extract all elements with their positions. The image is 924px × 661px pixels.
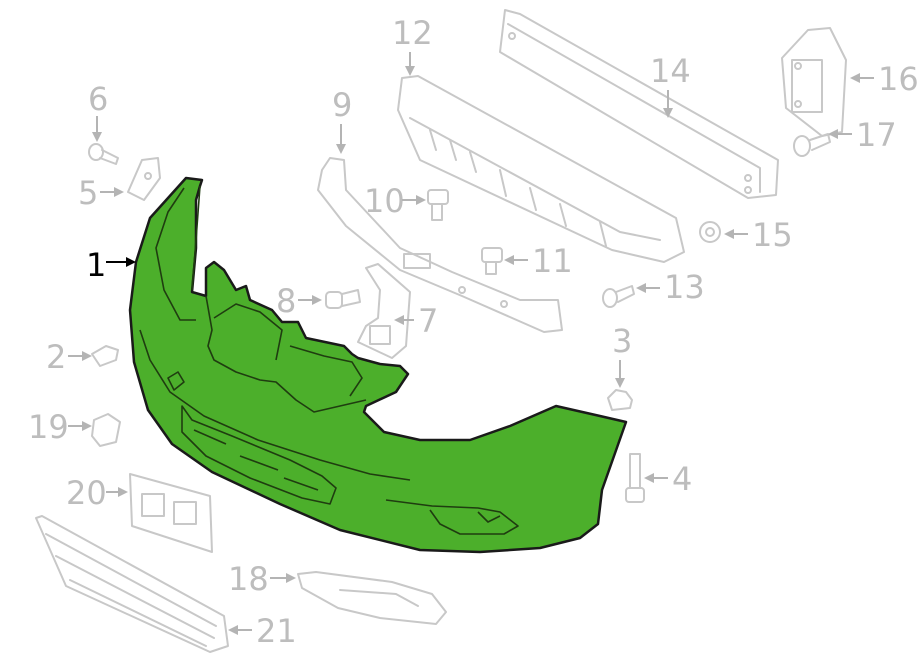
callout-14-label: 14 (650, 52, 691, 90)
callout-21[interactable]: 21 (228, 612, 297, 650)
callout-8-label: 8 (276, 282, 296, 320)
part-15-nut[interactable] (699, 221, 721, 243)
callout-2-label: 2 (46, 338, 66, 376)
callout-9-label: 9 (332, 86, 352, 124)
callout-3-label: 3 (612, 322, 632, 360)
callout-4[interactable]: 4 (644, 460, 692, 498)
part-12-absorber[interactable] (397, 75, 685, 263)
part-8-bolt[interactable] (325, 289, 361, 309)
callout-12[interactable]: 12 (392, 14, 433, 76)
callout-11-label: 11 (532, 242, 573, 280)
part-20-plate-bracket[interactable] (129, 473, 213, 553)
callout-4-label: 4 (672, 460, 692, 498)
callout-15-label: 15 (752, 216, 793, 254)
callout-13-label: 13 (664, 268, 705, 306)
part-21-lower-grille[interactable] (35, 515, 229, 653)
callout-17-label: 17 (856, 116, 897, 154)
part-2-clip[interactable] (91, 345, 119, 367)
part-19-cap[interactable] (91, 413, 121, 447)
callout-6-label: 6 (88, 80, 108, 118)
callout-5-label: 5 (78, 174, 98, 212)
part-14-reinforcement[interactable] (499, 9, 779, 199)
callout-11[interactable]: 11 (504, 242, 573, 280)
callout-13[interactable]: 13 (636, 268, 705, 306)
part-1-bumper-cover[interactable] (128, 176, 628, 554)
part-9-bracket[interactable] (317, 157, 563, 333)
part-3-clip[interactable] (607, 389, 633, 411)
callout-21-label: 21 (256, 612, 297, 650)
callout-7-label: 7 (418, 302, 438, 340)
callout-10[interactable]: 10 (364, 182, 426, 220)
callout-19-label: 19 (28, 408, 69, 446)
callout-10-label: 10 (364, 182, 405, 220)
callout-15[interactable]: 15 (724, 216, 793, 254)
part-17-bolt[interactable] (793, 133, 831, 157)
callout-3[interactable]: 3 (612, 322, 632, 388)
callout-12-label: 12 (392, 14, 433, 52)
callout-18-label: 18 (228, 560, 269, 598)
callout-6[interactable]: 6 (88, 80, 108, 142)
part-6-screw[interactable] (88, 143, 119, 165)
callout-16-label: 16 (878, 60, 919, 98)
part-10-bolt[interactable] (427, 189, 449, 221)
part-7-side-bracket[interactable] (357, 263, 411, 359)
callout-9[interactable]: 9 (332, 86, 352, 154)
callout-7[interactable]: 7 (394, 302, 438, 340)
part-5-retainer[interactable] (127, 157, 161, 201)
callout-19[interactable]: 19 (28, 408, 92, 446)
part-11-bolt[interactable] (481, 247, 503, 275)
callout-18[interactable]: 18 (228, 560, 296, 598)
part-18-fog-bezel[interactable] (297, 571, 447, 625)
callout-20-label: 20 (66, 474, 107, 512)
callout-2[interactable]: 2 (46, 338, 92, 376)
callout-20[interactable]: 20 (66, 474, 128, 512)
part-16-mount[interactable] (781, 27, 847, 137)
callout-5[interactable]: 5 (78, 174, 124, 212)
part-4-bolt[interactable] (625, 453, 645, 503)
callout-17[interactable]: 17 (828, 116, 897, 154)
callout-14[interactable]: 14 (650, 52, 691, 118)
callout-1-label: 1 (86, 246, 106, 284)
callout-1[interactable]: 1 (86, 246, 136, 284)
callout-16[interactable]: 16 (850, 60, 919, 98)
callout-8[interactable]: 8 (276, 282, 322, 320)
part-13-bolt[interactable] (602, 285, 635, 308)
